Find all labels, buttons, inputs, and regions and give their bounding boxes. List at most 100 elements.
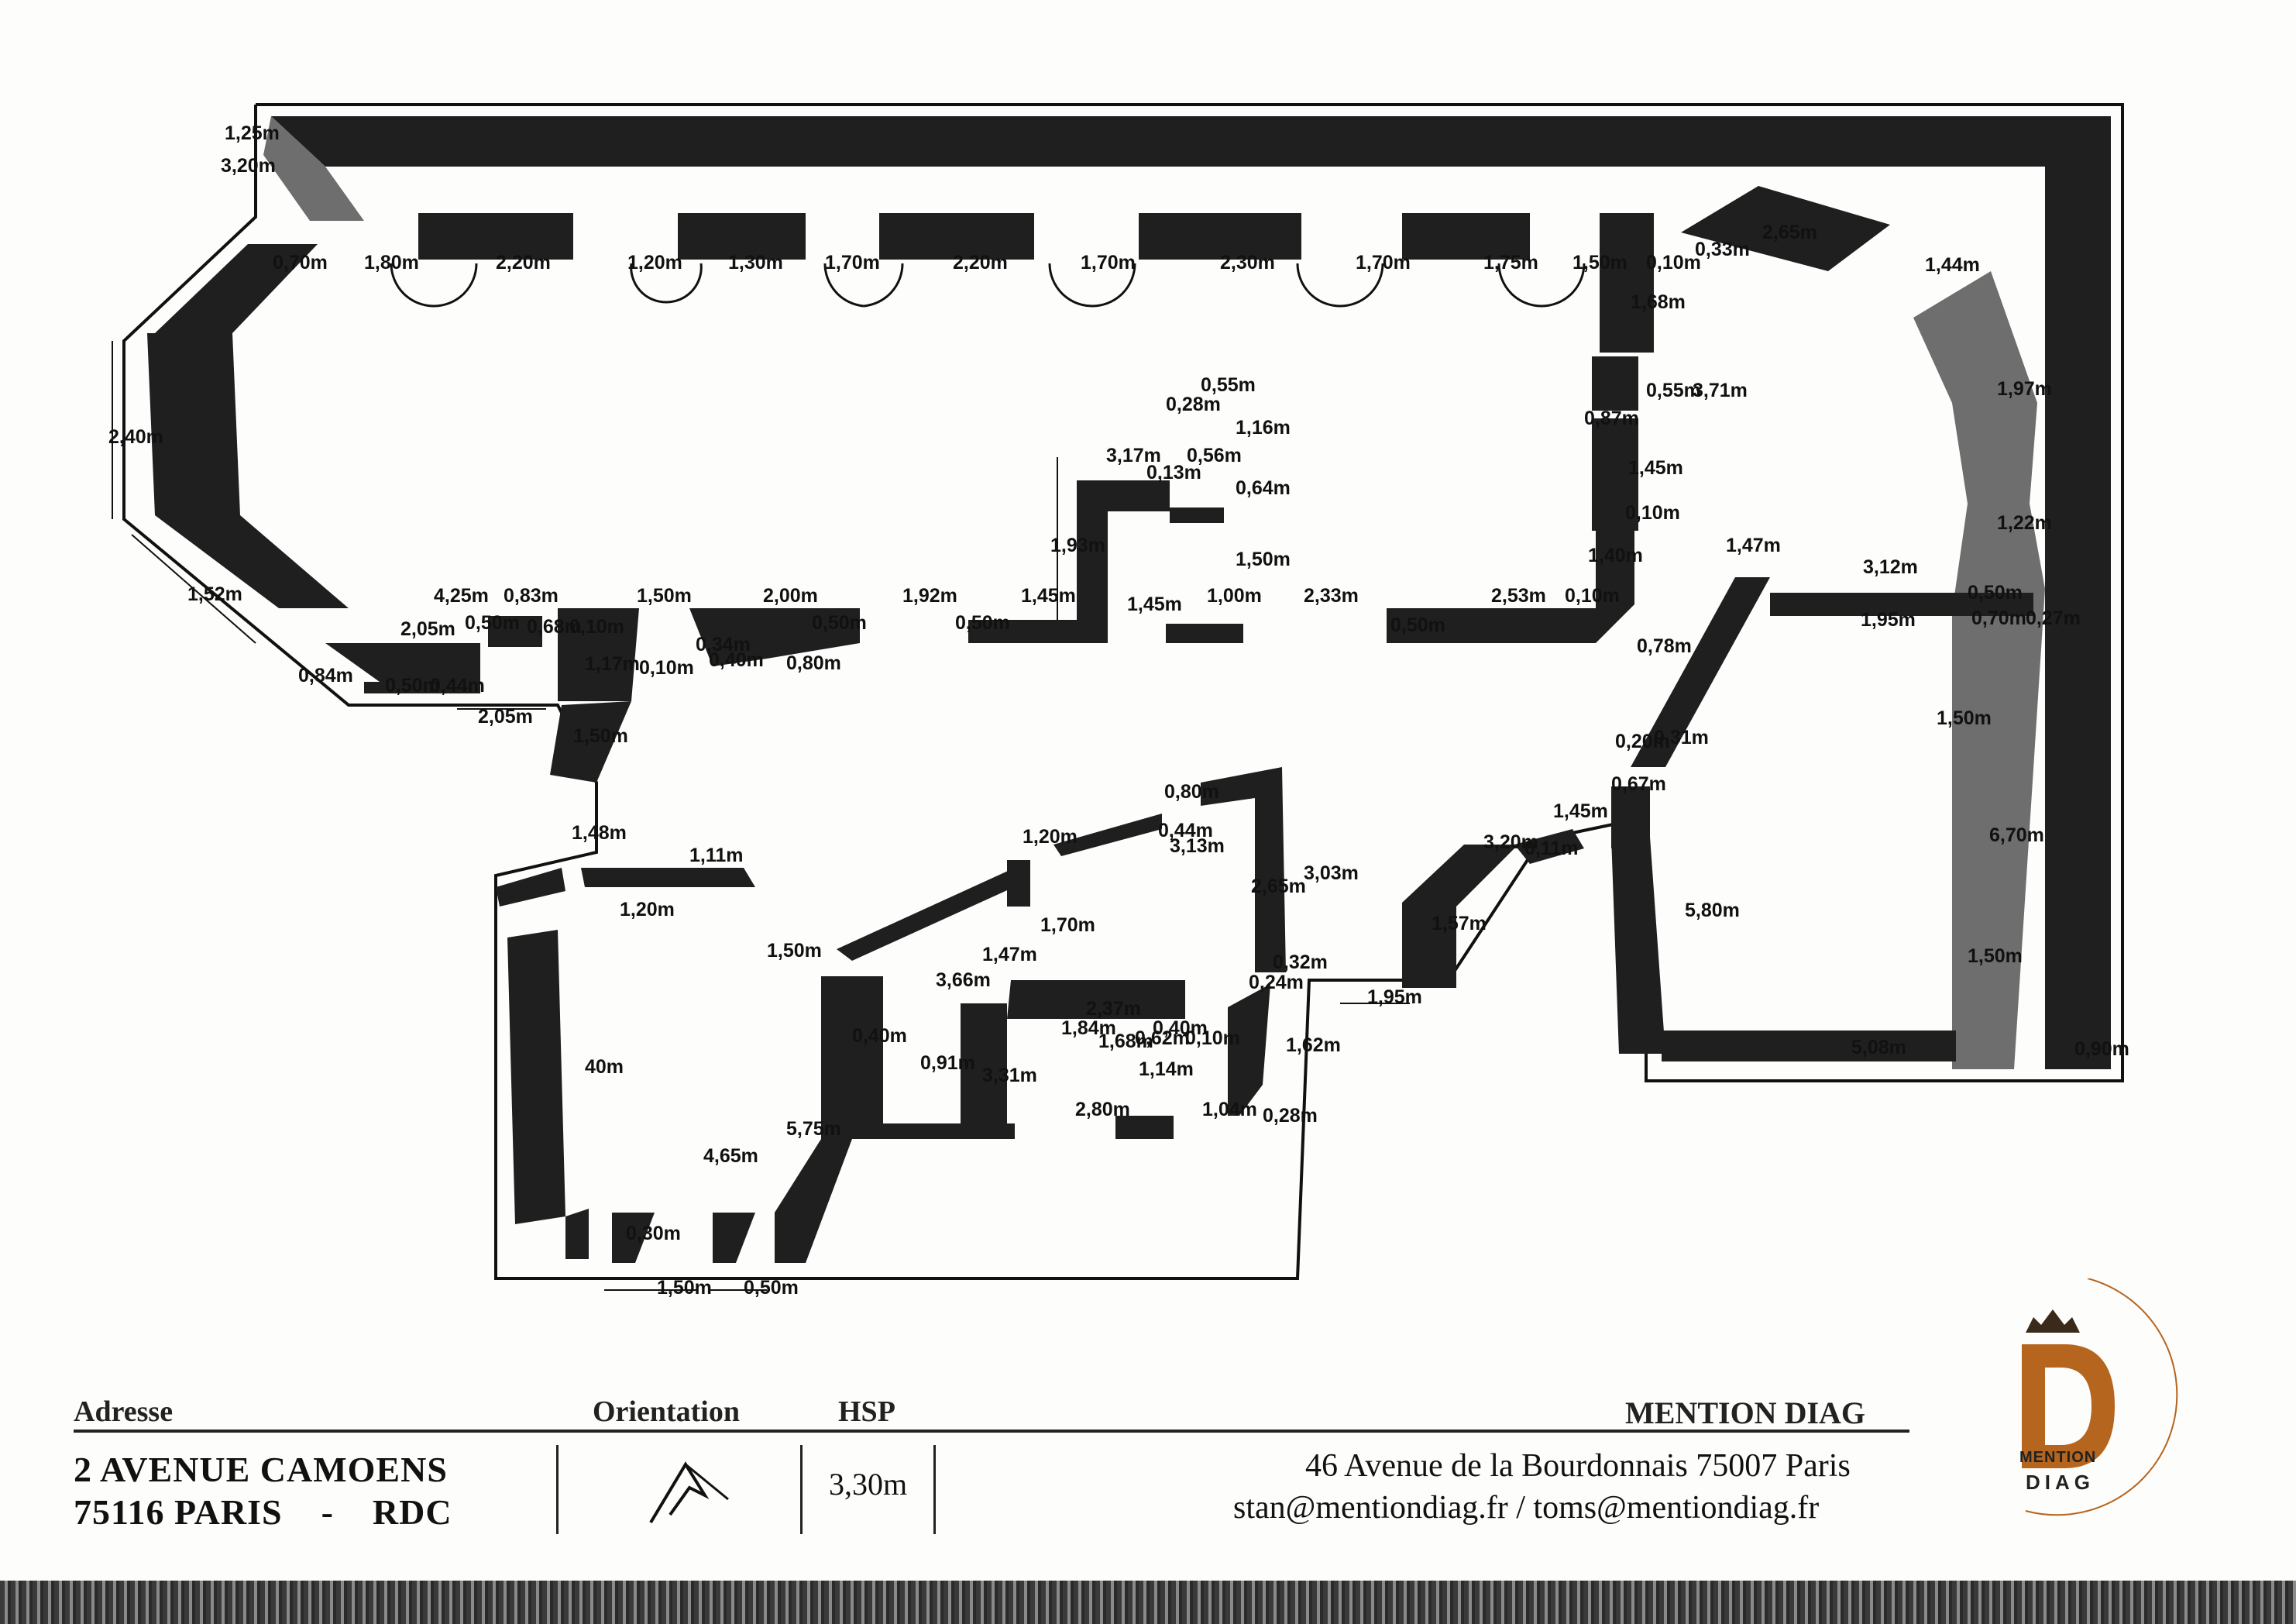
dimension-label: 0,40m — [1153, 1017, 1208, 1039]
dimension-label: 0,64m — [1236, 477, 1291, 499]
dimension-label: 3,17m — [1106, 445, 1161, 466]
dimension-label: 1,62m — [1286, 1034, 1341, 1056]
dimension-label: 2,00m — [763, 585, 818, 607]
dimension-label: 0,87m — [1584, 408, 1639, 429]
dimension-label: 0,20m — [1615, 731, 1670, 752]
dimension-label: 1,45m — [1628, 457, 1683, 479]
dimension-label: 0,10m — [1646, 252, 1701, 274]
dimension-label: 0,91m — [920, 1052, 975, 1074]
address-line-1: 2 AVENUE CAMOENS — [74, 1450, 448, 1489]
dimension-label: 0,50m — [1390, 614, 1445, 636]
dimension-label: 0,62m — [1135, 1027, 1190, 1049]
dimension-label: 1,16m — [1236, 417, 1291, 439]
title-block-divider-2 — [800, 1445, 803, 1534]
dimension-label: 0,80m — [1164, 781, 1219, 803]
facade-door-arcs — [390, 263, 1586, 308]
dimension-label: 1,68m — [1631, 291, 1686, 313]
dimension-label: 2,65m — [1762, 222, 1817, 243]
dimension-label: 0,32m — [1273, 951, 1328, 973]
dimension-label: 3,12m — [1863, 556, 1918, 578]
dimension-label: 2,05m — [400, 618, 455, 640]
orientation-label: Orientation — [593, 1395, 740, 1428]
dimension-label: 1,04m — [1202, 1099, 1257, 1120]
dimension-label: 0,44m — [1158, 820, 1213, 841]
dimension-label: 2,37m — [1086, 998, 1141, 1020]
wall-top-shade — [263, 116, 364, 221]
dimension-label: 0,55m — [1201, 374, 1256, 396]
dimension-label: 0,50m — [465, 612, 520, 634]
dimension-label: 0,78m — [1637, 635, 1692, 657]
dimension-label: 2,80m — [1075, 1099, 1130, 1120]
dimension-label: 1,70m — [1356, 252, 1411, 274]
company-name: MENTION DIAG — [1625, 1395, 1866, 1430]
dimension-label: 3,13m — [1170, 835, 1225, 857]
dimension-label: 1,50m — [573, 725, 628, 747]
dimension-label: 2,05m — [478, 706, 533, 728]
dimension-label: 1,92m — [902, 585, 957, 607]
adresse-label: Adresse — [74, 1395, 174, 1428]
dimension-label: 3,31m — [982, 1065, 1037, 1086]
dimension-label: 1,52m — [187, 583, 242, 605]
dimension-label: 0,50m — [812, 612, 867, 634]
wall-left-upper-angle — [155, 244, 318, 333]
logo-graphic — [2022, 1278, 2178, 1516]
dimension-label: 0,70m — [273, 252, 328, 274]
central-partitions — [689, 356, 1638, 666]
dimension-label: 3,66m — [936, 969, 991, 991]
dimension-label: 0,68m — [527, 616, 582, 638]
lower-center-walls — [821, 767, 1584, 1139]
dimension-label: 1,45m — [1127, 594, 1182, 615]
dimension-label: 5,75m — [786, 1118, 841, 1140]
dimension-label: 1,75m — [1483, 252, 1538, 274]
dimension-label: 1,50m — [1937, 707, 1992, 729]
dimension-label: 1,20m — [620, 899, 675, 920]
dimension-label: 4,65m — [703, 1145, 758, 1167]
right-room-walls — [1611, 186, 2033, 1061]
dimension-lines — [112, 341, 1410, 1291]
dimension-label: 1,47m — [1726, 535, 1781, 556]
dimension-label: 1,17m — [585, 653, 640, 675]
dimension-label: 1,44m — [1925, 254, 1980, 276]
dimension-label: 1,70m — [1081, 252, 1136, 274]
dimension-label: 0,28m — [1263, 1105, 1318, 1127]
dimension-label: 3,20m — [1483, 831, 1538, 853]
mention-diag-logo: MENTION DIAG — [1979, 1278, 2181, 1534]
dimension-label: 3,03m — [1304, 862, 1359, 884]
wall-top-facade — [271, 116, 2111, 167]
dimension-label: 2,65m — [1251, 876, 1306, 897]
dimension-label: 1,22m — [1997, 512, 2052, 534]
dimension-label: 6,70m — [1989, 824, 2044, 846]
dimension-label: 0,70m — [1971, 607, 2026, 629]
dimension-label: 1,47m — [982, 944, 1037, 965]
wall-left-vertical — [147, 333, 240, 515]
dimension-label: 0,10m — [1565, 585, 1620, 607]
dimension-label: 0,44m — [430, 675, 485, 697]
wall-left-passage — [550, 701, 631, 783]
dimension-label: 2,33m — [1304, 585, 1359, 607]
dimension-label: 1,20m — [627, 252, 682, 274]
dimension-label: 0,10m — [569, 616, 624, 638]
dimension-label: 1,95m — [1367, 986, 1422, 1008]
dimension-label: 1,00m — [1207, 585, 1262, 607]
dimension-label: 1,57m — [1432, 913, 1487, 934]
dimension-label: 0,90m — [2074, 1038, 2129, 1060]
title-block-divider-1 — [556, 1445, 559, 1534]
dimension-label: 4,25m — [434, 585, 489, 607]
dimension-label: 1,14m — [1139, 1058, 1194, 1080]
dimension-label: 0,50m — [744, 1277, 799, 1299]
title-block-top-rule — [74, 1430, 1909, 1433]
dimension-label: 0,33m — [1695, 239, 1750, 260]
dimension-label: 2,53m — [1491, 585, 1546, 607]
dimension-label: 0,40m — [852, 1025, 907, 1047]
dimension-label: 1,11m — [689, 845, 744, 866]
dimension-label: 0,10m — [639, 657, 694, 679]
company-address: 46 Avenue de la Bourdonnais 75007 Paris — [1305, 1448, 1851, 1484]
dimension-label: 0,34m — [696, 634, 751, 655]
dimension-label: 1,95m — [1861, 609, 1916, 631]
address-line-2: 75116 PARIS - RDC — [74, 1492, 452, 1532]
bottom-left-room-walls — [496, 868, 852, 1263]
dimension-label: 1,50m — [637, 585, 692, 607]
